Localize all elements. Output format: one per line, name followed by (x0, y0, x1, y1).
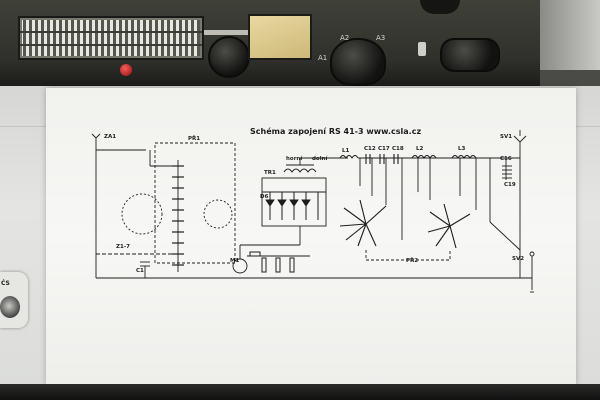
label-z1-7: Z1-7 (116, 244, 130, 250)
label-sv2: SV2 (512, 256, 524, 262)
label-c12: C12 (364, 146, 376, 152)
badge-emblem (0, 296, 20, 318)
label-c1: C1 (136, 268, 144, 274)
label-l3: L3 (458, 146, 466, 152)
label-a2: A2 (340, 34, 350, 42)
badge-text: ĆS (1, 280, 10, 287)
label-c19: C19 (504, 182, 516, 188)
yellow-label-panel (248, 14, 312, 60)
label-a3: A3 (376, 34, 386, 42)
label-sv1: SV1 (500, 134, 512, 140)
label-c18: C18 (392, 146, 404, 152)
label-tr1: TR1 (264, 170, 276, 176)
label-c17: C17 (378, 146, 390, 152)
table-edge (0, 384, 600, 400)
red-button (120, 64, 132, 76)
schematic-paper (46, 88, 576, 386)
antenna-connector-knob (330, 38, 386, 86)
nameplate-grille (18, 16, 204, 60)
left-knob (208, 36, 250, 78)
label-dolni: dolní (312, 155, 329, 162)
equipment-side (540, 0, 600, 70)
label-m1: M1 (230, 258, 239, 264)
label-pr1: PŘ1 (188, 135, 200, 142)
label-l2: L2 (416, 146, 424, 152)
schematic-title: Schéma zapojení RS 41-3 www.csla.cz (250, 127, 422, 136)
label-strip (204, 30, 248, 35)
label-za1: ZA1 (104, 134, 116, 140)
label-c16: C16 (500, 156, 512, 162)
label-l1: L1 (342, 148, 350, 154)
label-a1: A1 (318, 54, 328, 62)
label-horni: horní (286, 155, 303, 162)
radio-transceiver: A1 A2 A3 (0, 0, 600, 89)
top-knob (420, 0, 460, 14)
toggle-switch (418, 42, 426, 56)
label-pr2: PŘ2 (406, 257, 418, 264)
label-d6: D6 (260, 194, 269, 200)
right-connector (440, 38, 500, 72)
